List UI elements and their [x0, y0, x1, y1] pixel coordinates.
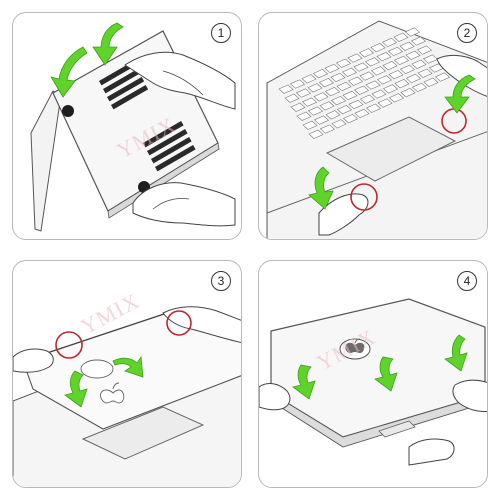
keyboard-key — [388, 70, 404, 80]
keyboard-key — [370, 43, 386, 53]
keyboard-key — [400, 88, 416, 98]
keyboard-key — [365, 80, 381, 90]
keyboard-key — [348, 99, 364, 110]
keyboard-key — [330, 72, 346, 83]
keyboard-key — [393, 55, 410, 66]
keyboard-key — [295, 88, 312, 98]
curved-arrow-icon — [444, 74, 476, 114]
apple-logo-icon — [100, 382, 125, 404]
keyboard-key — [434, 72, 451, 82]
keyboard-key — [347, 76, 364, 86]
keyboard-key — [381, 37, 398, 48]
step-number-badge: 1 — [211, 23, 231, 43]
keyboard-key — [296, 111, 312, 121]
keyboard-key — [417, 68, 433, 78]
keyboard-key — [318, 78, 335, 88]
keyboard-key — [376, 75, 393, 85]
keyboard-key — [399, 64, 416, 75]
keyboard-key — [325, 110, 341, 120]
keyboard-key — [393, 32, 409, 42]
step-3-panel: 3 YMIX — [12, 260, 242, 488]
keyboard-key — [405, 50, 421, 60]
keyboard-key — [410, 36, 427, 46]
keyboard-key — [341, 67, 358, 77]
keyboard-key — [302, 120, 318, 130]
keyboard-key — [319, 101, 335, 111]
keyboard-key — [284, 93, 300, 103]
curved-arrow-icon — [308, 166, 334, 210]
keyboard-key — [405, 73, 422, 84]
keyboard-key — [358, 48, 375, 58]
keyboard-key — [289, 79, 306, 89]
keyboard-key — [354, 108, 370, 119]
keyboard-key — [301, 97, 318, 107]
keyboard-key — [365, 103, 382, 113]
keyboard-key — [319, 124, 336, 134]
keyboard-key — [313, 115, 330, 125]
curved-arrow-icon — [64, 370, 88, 408]
keyboard-key — [399, 41, 415, 51]
keyboard-key — [278, 84, 294, 94]
keyboard-key — [290, 102, 306, 112]
keyboard-key — [371, 89, 387, 99]
curved-arrow-icon — [374, 356, 398, 392]
keyboard-key — [423, 77, 439, 87]
keyboard-key — [336, 105, 353, 115]
keyboard-key — [387, 46, 404, 57]
keyboard-key — [382, 84, 399, 94]
keyboard-key — [388, 93, 405, 103]
curved-arrow-icon — [292, 364, 316, 400]
keyboard-key — [370, 66, 387, 76]
step-1-illustration — [30, 22, 236, 232]
keyboard-key — [312, 69, 329, 79]
keyboard-key — [376, 52, 392, 62]
keyboard-key — [353, 62, 369, 72]
curved-arrow-icon — [92, 22, 124, 66]
keyboard-key — [411, 82, 428, 93]
keyboard-key — [336, 81, 352, 92]
keyboard-key — [359, 94, 376, 104]
keyboard-key — [342, 90, 358, 101]
keyboard-key — [416, 45, 433, 55]
keyboard-key — [404, 27, 421, 37]
curved-arrow-icon — [112, 355, 144, 378]
keyboard-key — [307, 83, 323, 93]
step-2-illustration — [266, 20, 487, 239]
keyboard-key — [347, 53, 363, 63]
keyboard-key — [353, 85, 370, 95]
step-1-panel: 1 YMIX — [12, 12, 242, 240]
keyboard-key — [411, 59, 427, 69]
step-number-badge: 2 — [457, 23, 477, 43]
highlight-circle-icon — [350, 183, 378, 211]
keyboard-key — [308, 129, 324, 139]
keyboard-key — [324, 87, 341, 97]
keyboard-key — [394, 79, 410, 89]
keyboard-key — [377, 98, 393, 108]
apple-logo-icon — [345, 338, 365, 353]
keyboard-key — [359, 71, 375, 81]
step-4-illustration — [259, 298, 487, 466]
keyboard-key — [330, 96, 347, 106]
keyboard-key — [335, 58, 352, 68]
highlight-circle-icon — [55, 331, 83, 359]
keyboard-key — [307, 106, 324, 116]
step-2-panel: 2 — [258, 12, 488, 240]
keyboard — [278, 27, 451, 139]
step-4-panel: 4 YMIX — [258, 260, 488, 488]
keyboard-key — [301, 74, 317, 84]
curved-arrow-icon — [50, 46, 88, 98]
curved-arrow-icon — [444, 334, 468, 372]
step-3-illustration — [13, 306, 241, 487]
keyboard-key — [324, 63, 340, 74]
keyboard-key — [313, 92, 329, 102]
keyboard-key — [331, 119, 347, 129]
keyboard-key — [382, 61, 398, 71]
keyboard-key — [342, 114, 359, 124]
keyboard-key — [364, 57, 381, 67]
step-number-badge: 3 — [211, 271, 231, 291]
step-number-badge: 4 — [457, 271, 477, 291]
highlight-circle-icon — [166, 310, 192, 336]
